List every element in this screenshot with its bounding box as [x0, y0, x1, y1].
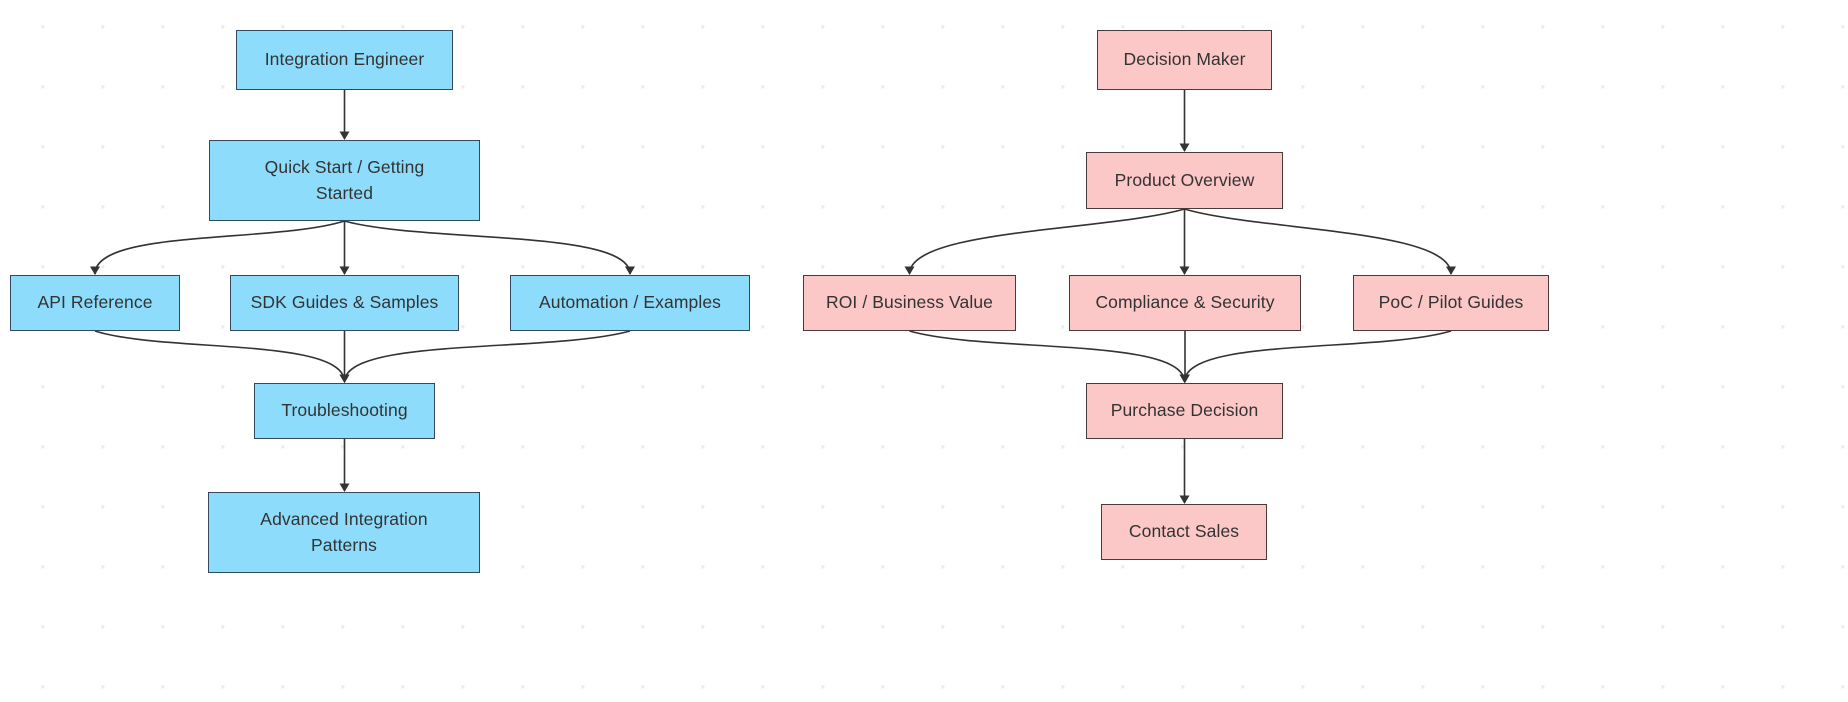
node-compliance-security[interactable]: Compliance & Security	[1069, 275, 1301, 331]
node-automation-examples[interactable]: Automation / Examples	[510, 275, 750, 331]
node-decision-maker[interactable]: Decision Maker	[1097, 30, 1272, 90]
node-product-overview[interactable]: Product Overview	[1086, 152, 1283, 209]
node-poc-pilot-guides[interactable]: PoC / Pilot Guides	[1353, 275, 1549, 331]
arrowhead	[339, 374, 350, 383]
node-purchase-decision[interactable]: Purchase Decision	[1086, 383, 1283, 439]
arrowhead	[339, 374, 350, 383]
edge-automation-examples-to-troubleshooting	[343, 330, 631, 383]
arrowhead	[1179, 374, 1190, 383]
arrowhead	[625, 266, 635, 275]
edge-api-reference-to-troubleshooting	[94, 330, 346, 383]
arrowhead	[1180, 374, 1190, 383]
arrowhead	[1179, 143, 1190, 152]
node-integration-engineer[interactable]: Integration Engineer	[236, 30, 453, 90]
arrowhead	[904, 266, 915, 275]
arrowhead	[1446, 266, 1456, 275]
edge-poc-pilot-guides-to-purchase-decision	[1183, 330, 1452, 383]
node-troubleshooting[interactable]: Troubleshooting	[254, 383, 435, 439]
edge-product-overview-to-poc-pilot-guides	[1184, 208, 1452, 275]
node-contact-sales[interactable]: Contact Sales	[1101, 504, 1267, 560]
arrowhead	[339, 374, 350, 383]
arrowhead	[1179, 266, 1190, 275]
node-quick-start[interactable]: Quick Start / Getting Started	[209, 140, 480, 221]
edge-roi-business-value-to-purchase-decision	[909, 330, 1186, 383]
node-api-reference[interactable]: API Reference	[10, 275, 180, 331]
arrowhead	[339, 131, 350, 140]
arrowhead	[1179, 495, 1190, 504]
node-advanced-integration-patterns[interactable]: Advanced Integration Patterns	[208, 492, 480, 573]
arrowhead	[339, 483, 350, 492]
arrowhead	[1179, 374, 1190, 383]
node-roi-business-value[interactable]: ROI / Business Value	[803, 275, 1016, 331]
arrowhead	[339, 266, 350, 275]
edge-quick-start-to-automation-examples	[344, 220, 631, 275]
node-sdk-guides[interactable]: SDK Guides & Samples	[230, 275, 459, 331]
edge-product-overview-to-roi-business-value	[908, 208, 1185, 275]
arrowhead	[90, 266, 100, 275]
edge-quick-start-to-api-reference	[94, 220, 345, 275]
